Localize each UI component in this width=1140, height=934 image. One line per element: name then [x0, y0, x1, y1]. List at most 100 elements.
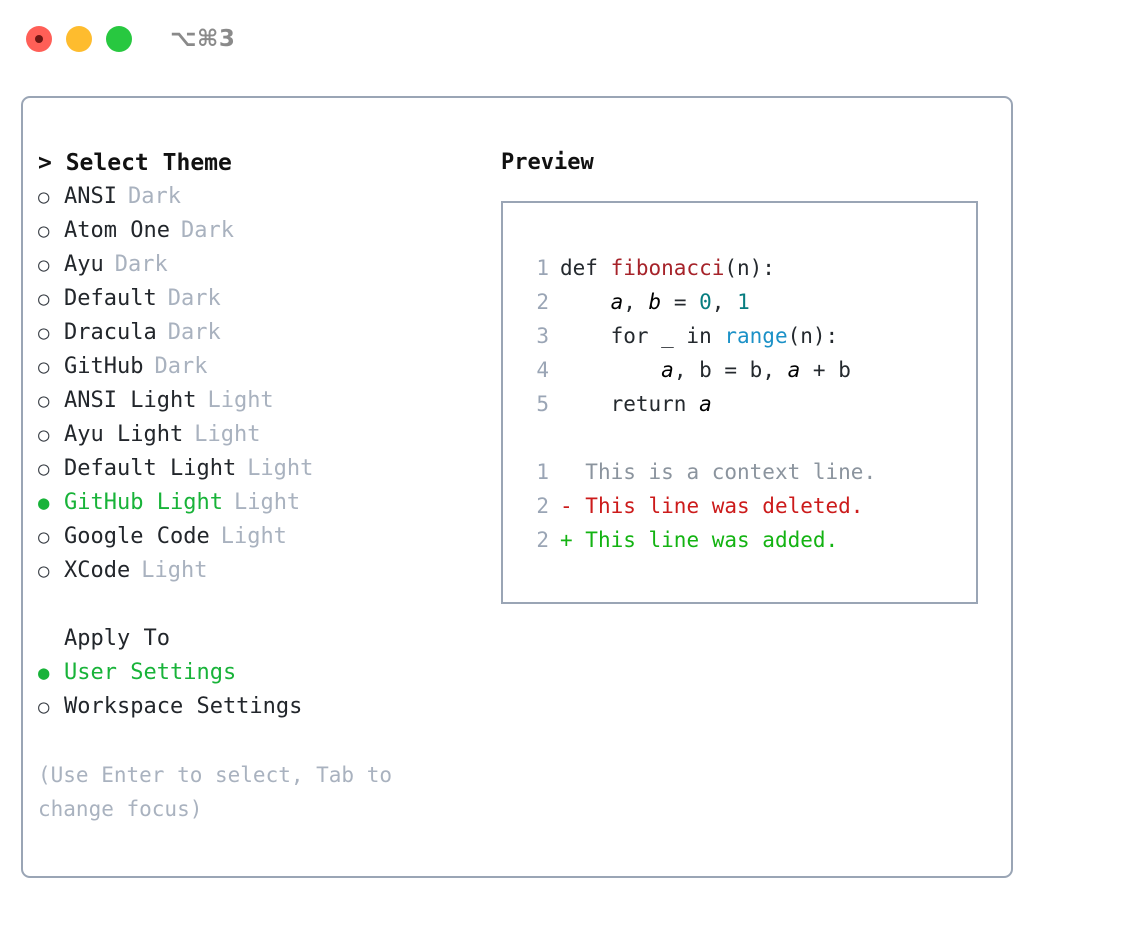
code-diff-gap [523, 421, 976, 455]
option-variant-tag: Light [194, 422, 261, 447]
code-token-num: 0 [699, 290, 712, 314]
option-variant-tag: Dark [180, 218, 234, 243]
code-token-var: b [648, 290, 662, 314]
close-window-button[interactable] [26, 26, 52, 52]
radio-unselected-icon: ○ [38, 186, 50, 208]
code-token-plain: = [661, 290, 700, 314]
code-line-text: return a [560, 387, 712, 421]
option-row[interactable]: ○ Atom One Dark [38, 214, 478, 248]
code-token-num: 1 [737, 290, 750, 314]
option-row[interactable]: ○ Ayu Light Light [38, 418, 478, 452]
minimize-window-button[interactable] [66, 26, 92, 52]
traffic-lights [26, 26, 132, 52]
code-line-text: for _ in range(n): [560, 319, 839, 353]
option-label: User Settings [64, 660, 237, 685]
code-token-plain [560, 290, 611, 314]
line-number: 2 [536, 528, 549, 552]
code-token-var: a [661, 358, 674, 382]
option-variant-tag: Dark [114, 252, 168, 277]
line-number: 2 [536, 494, 549, 518]
code-line: 4 a, b = b, a + b [523, 353, 976, 387]
option-label: Ayu Light [64, 422, 184, 447]
diff-marker: - [560, 494, 586, 518]
option-variant-tag: Dark [167, 320, 221, 345]
window-titlebar: ⌥⌘3 [0, 0, 1140, 78]
apply-to-heading: Apply To [64, 626, 170, 651]
radio-unselected-icon: ○ [38, 254, 50, 276]
diff-line: 2+ This line was added. [523, 523, 976, 557]
radio-unselected-icon: ○ [38, 458, 50, 480]
option-variant-tag: Light [247, 456, 314, 481]
preview-heading: Preview [501, 150, 594, 175]
code-token-var: a [610, 290, 624, 314]
option-row[interactable]: ○ Google Code Light [38, 520, 478, 554]
radio-unselected-icon: ○ [38, 424, 50, 446]
radio-unselected-icon: ○ [38, 390, 50, 412]
option-label: ANSI [64, 184, 117, 209]
radio-unselected-icon: ○ [38, 322, 50, 344]
option-row[interactable]: ○ ANSI Light Light [38, 384, 478, 418]
code-token-var: a [699, 392, 712, 416]
option-label: ANSI Light [64, 388, 197, 413]
option-label: Ayu [64, 252, 104, 277]
radio-unselected-icon: ○ [38, 560, 50, 582]
radio-selected-icon: ● [38, 492, 50, 514]
code-line: 2 a, b = 0, 1 [523, 285, 976, 319]
code-token-plain: return [560, 392, 700, 416]
option-variant-tag: Light [207, 388, 274, 413]
option-variant-tag: Light [233, 490, 301, 515]
code-token-plain: for _ in [560, 324, 725, 348]
line-number: 3 [536, 324, 549, 348]
option-label: Atom One [64, 218, 170, 243]
line-number: 5 [536, 392, 549, 416]
option-label: Workspace Settings [64, 694, 303, 719]
option-row[interactable]: ○ Workspace Settings [38, 690, 478, 724]
line-number: 4 [536, 358, 549, 382]
apply-to-option-list[interactable]: ● User Settings ○ Workspace Settings [38, 656, 478, 724]
option-label: Google Code [64, 524, 210, 549]
window-title: ⌥⌘3 [170, 26, 236, 52]
code-token-plain: + b [800, 358, 851, 382]
radio-unselected-icon: ○ [38, 526, 50, 548]
select-theme-heading: > Select Theme [38, 150, 232, 176]
code-token-plain: , [623, 290, 649, 314]
radio-unselected-icon: ○ [38, 356, 50, 378]
diff-line-text: This is a context line. [585, 460, 877, 484]
code-line-text: a, b = b, a + b [560, 353, 851, 387]
diff-line: 1 This is a context line. [523, 455, 976, 489]
keyboard-hint-text: (Use Enter to select, Tab to change focu… [38, 763, 393, 821]
radio-unselected-icon: ○ [38, 288, 50, 310]
option-label: XCode [64, 558, 131, 583]
code-token-plain: (n): [787, 324, 839, 348]
option-row[interactable]: ● User Settings [38, 656, 478, 690]
diff-sample: 1 This is a context line.2- This line wa… [523, 455, 976, 557]
radio-unselected-icon: ○ [38, 696, 50, 718]
code-token-plain [560, 358, 661, 382]
code-token-plain: , [711, 290, 738, 314]
option-row[interactable]: ○ Ayu Dark [38, 248, 478, 282]
option-variant-tag: Light [220, 524, 287, 549]
code-token-plain: def [560, 256, 611, 280]
diff-marker: + [560, 528, 586, 552]
diff-marker [560, 455, 585, 489]
radio-unselected-icon: ○ [38, 220, 50, 242]
radio-selected-icon: ● [38, 662, 50, 684]
maximize-window-button[interactable] [106, 26, 132, 52]
code-line: 3 for _ in range(n): [523, 319, 976, 353]
code-token-call: range [724, 324, 788, 348]
diff-line: 2- This line was deleted. [523, 489, 976, 523]
line-number: 1 [536, 256, 549, 280]
